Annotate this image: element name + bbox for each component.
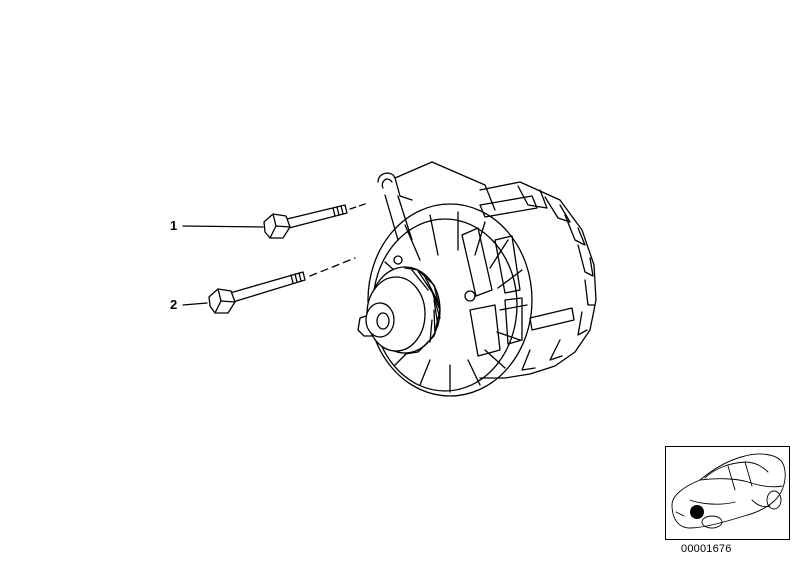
alternator-illustration xyxy=(357,161,597,397)
bolt-2 xyxy=(208,257,356,314)
car-locator-icon xyxy=(671,453,786,529)
location-dot-icon xyxy=(690,505,704,519)
diagram-id-label: 00001676 xyxy=(681,543,732,555)
callout-label-2: 2 xyxy=(170,297,178,312)
callout-1-leader xyxy=(182,225,264,228)
callout-label-1: 1 xyxy=(170,218,178,233)
bolt-1 xyxy=(263,202,369,239)
car-locator-inset xyxy=(665,446,790,540)
callout-2-leader xyxy=(182,302,208,306)
